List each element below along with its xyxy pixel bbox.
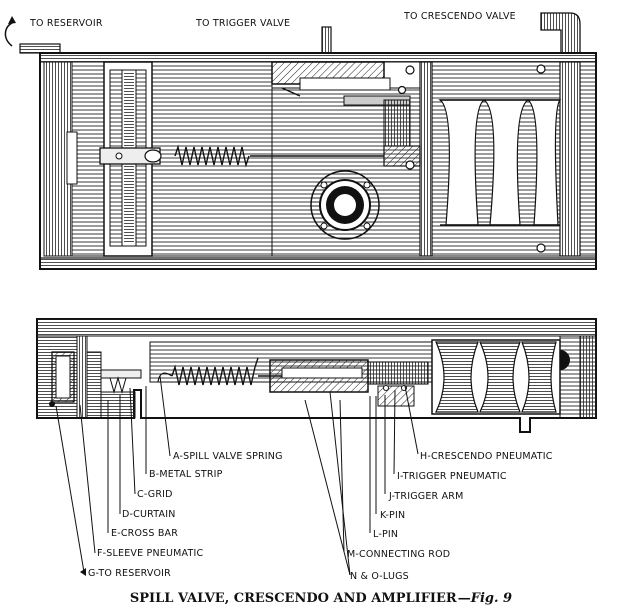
label-H: H-CRESCENDO PNEUMATIC xyxy=(420,451,553,462)
label-D: D-CURTAIN xyxy=(122,509,176,520)
leader-lines xyxy=(55,375,419,576)
top-assembly xyxy=(4,12,597,270)
figure-caption: SPILL VALVE, CRESCENDO AND AMPLIFIER—Fig… xyxy=(130,591,512,606)
label-M: M-CONNECTING ROD xyxy=(347,549,450,560)
label-E: E-CROSS BAR xyxy=(111,528,178,539)
label-to-crescendo-valve: TO CRESCENDO VALVE xyxy=(403,11,516,22)
label-F: F-SLEEVE PNEUMATIC xyxy=(97,548,203,559)
spill-valve-spring-bottom xyxy=(171,357,259,386)
label-J: J-TRIGGER ARM xyxy=(388,491,463,502)
label-G: G-TO RESERVOIR xyxy=(88,568,171,579)
label-L: L-PIN xyxy=(373,529,398,540)
bottom-assembly xyxy=(36,318,597,433)
label-C: C-GRID xyxy=(137,489,173,500)
reservoir-arrow xyxy=(4,21,15,47)
top-box-base xyxy=(39,257,597,270)
label-A: A-SPILL VALVE SPRING xyxy=(173,451,283,462)
caption-title: SPILL VALVE, CRESCENDO AND AMPLIFIER xyxy=(130,591,457,606)
label-I: I-TRIGGER PNEUMATIC xyxy=(397,471,507,482)
label-to-trigger-valve: TO TRIGGER VALVE xyxy=(195,18,290,29)
label-K: K-PIN xyxy=(380,510,405,521)
label-N-O: N & O-LUGS xyxy=(350,571,409,582)
label-to-reservoir: TO RESERVOIR xyxy=(29,18,103,29)
crescendo-valve-elbow xyxy=(540,12,581,63)
spill-valve-spring-top xyxy=(174,144,250,168)
reservoir-pipe xyxy=(19,43,61,54)
caption-fig: Fig. 9 xyxy=(470,591,512,606)
label-B: B-METAL STRIP xyxy=(149,469,223,480)
